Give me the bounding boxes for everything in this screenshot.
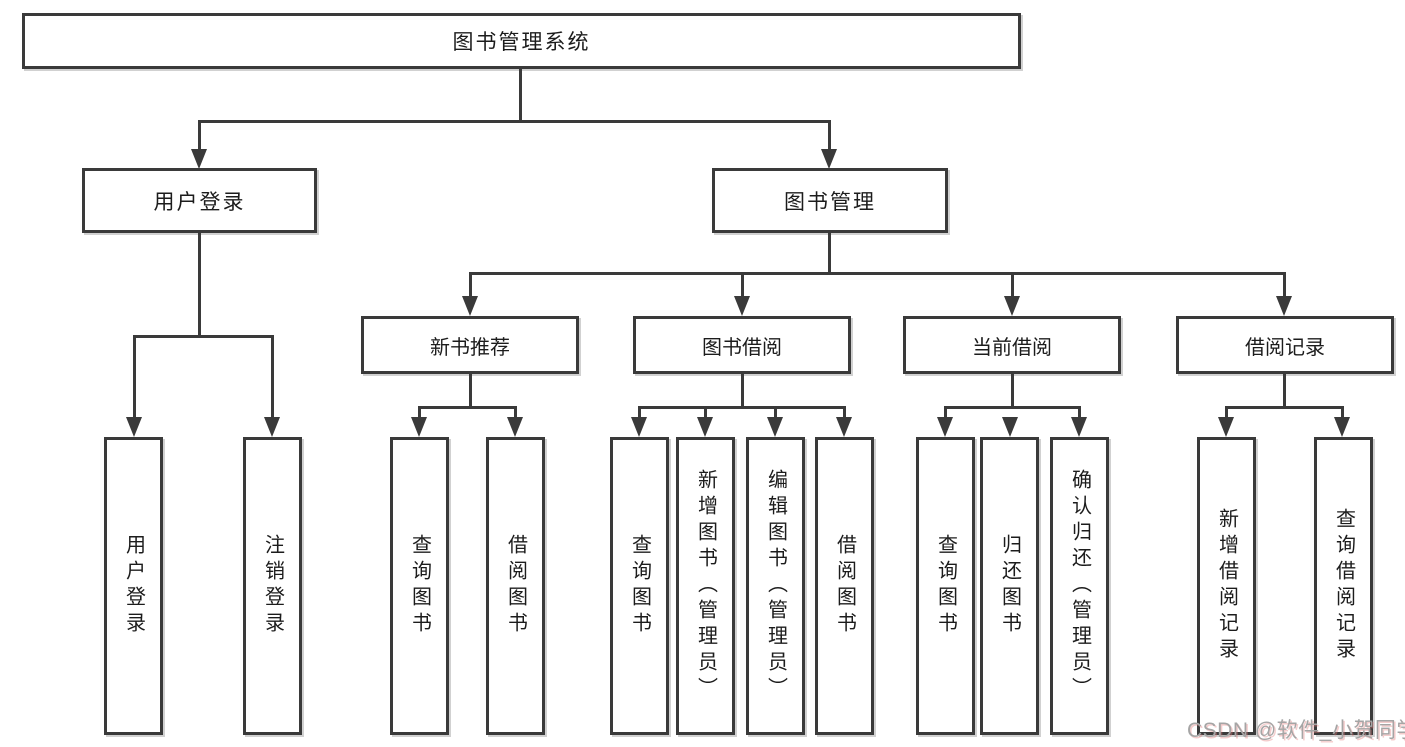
connector-line [418,406,517,409]
arrow-down-icon [191,149,207,169]
leaf-add-book-admin: 新增图书（管理员） [676,437,735,735]
arrow-down-icon [1004,296,1020,316]
node-book-management: 图书管理 [712,168,948,233]
node-user-login: 用户登录 [82,168,317,233]
node-label: 查询借阅记录 [1332,508,1355,664]
arrow-down-icon [1071,417,1087,437]
connector-line [944,406,947,419]
connector-line [198,120,201,151]
connector-line [828,233,831,274]
node-label: 借阅图书 [833,534,856,638]
connector-line [638,406,641,419]
connector-line [741,272,744,298]
connector-line [133,335,136,419]
arrow-down-icon [462,296,478,316]
node-label: 查询图书 [408,534,431,638]
connector-line [1283,272,1286,298]
leaf-confirm-return-admin: 确认归还（管理员） [1050,437,1109,735]
connector-line [1078,406,1081,419]
connector-line [704,406,707,419]
node-label: 新增图书（管理员） [694,469,717,703]
node-current-borrowing: 当前借阅 [903,316,1121,374]
connector-line [1011,272,1014,298]
arrow-down-icon [821,149,837,169]
connector-line [843,406,846,419]
leaf-query-books-borrowing: 查询图书 [610,437,669,735]
arrow-down-icon [1218,417,1234,437]
connector-line [741,374,744,408]
arrow-down-icon [126,417,142,437]
arrow-down-icon [631,417,647,437]
connector-line [638,406,846,409]
arrow-down-icon [411,417,427,437]
connector-line [519,69,522,122]
arrow-down-icon [734,296,750,316]
node-label: 新书推荐 [430,336,510,359]
connector-line [1341,406,1344,419]
leaf-query-books-recommend: 查询图书 [390,437,449,735]
leaf-add-borrow-record: 新增借阅记录 [1197,437,1256,735]
leaf-query-borrow-record: 查询借阅记录 [1314,437,1373,735]
connector-line [198,120,831,123]
node-label: 图书借阅 [702,336,782,359]
node-label: 查询图书 [934,534,957,638]
connector-line [1225,406,1228,419]
leaf-query-books-current: 查询图书 [916,437,975,735]
connector-line [469,272,472,298]
node-label: 查询图书 [628,534,651,638]
connector-line [944,406,1081,409]
node-label: 编辑图书（管理员） [764,469,787,703]
arrow-down-icon [836,417,852,437]
node-borrowing-records: 借阅记录 [1176,316,1394,374]
arrow-down-icon [767,417,783,437]
node-label: 用户登录 [153,190,246,214]
connector-line [418,406,421,419]
node-label: 借阅记录 [1245,336,1325,359]
connector-line [514,406,517,419]
node-label: 新增借阅记录 [1215,508,1238,664]
node-label: 确认归还（管理员） [1068,469,1091,703]
connector-line [271,335,274,419]
arrow-down-icon [264,417,280,437]
connector-line [198,233,201,337]
arrow-down-icon [1334,417,1350,437]
leaf-borrow-books: 借阅图书 [815,437,874,735]
node-book-borrowing: 图书借阅 [633,316,851,374]
connector-line [1225,406,1344,409]
connector-line [133,335,274,338]
connector-line [469,272,1286,275]
node-label: 借阅图书 [504,534,527,638]
leaf-edit-book-admin: 编辑图书（管理员） [746,437,805,735]
node-label: 图书管理 [784,190,876,214]
leaf-logout: 注销登录 [243,437,302,735]
node-label: 当前借阅 [972,336,1052,359]
arrow-down-icon [507,417,523,437]
node-label: 图书管理系统 [452,31,591,54]
arrow-down-icon [937,417,953,437]
node-label: 归还图书 [998,534,1021,638]
connector-line [1011,374,1014,408]
leaf-borrow-books-recommend: 借阅图书 [486,437,545,735]
node-label: 用户登录 [122,534,145,638]
arrow-down-icon [697,417,713,437]
connector-line [1283,374,1286,408]
arrow-down-icon [1276,296,1292,316]
node-library-system: 图书管理系统 [22,13,1021,69]
connector-line [828,120,831,151]
leaf-user-login: 用户登录 [104,437,163,735]
connector-line [774,406,777,419]
node-label: 注销登录 [261,534,284,638]
connector-line [469,374,472,408]
leaf-return-book: 归还图书 [980,437,1039,735]
node-new-book-recommend: 新书推荐 [361,316,579,374]
arrow-down-icon [1002,417,1018,437]
watermark: CSDN @软件_小贺同学 [1187,719,1405,742]
